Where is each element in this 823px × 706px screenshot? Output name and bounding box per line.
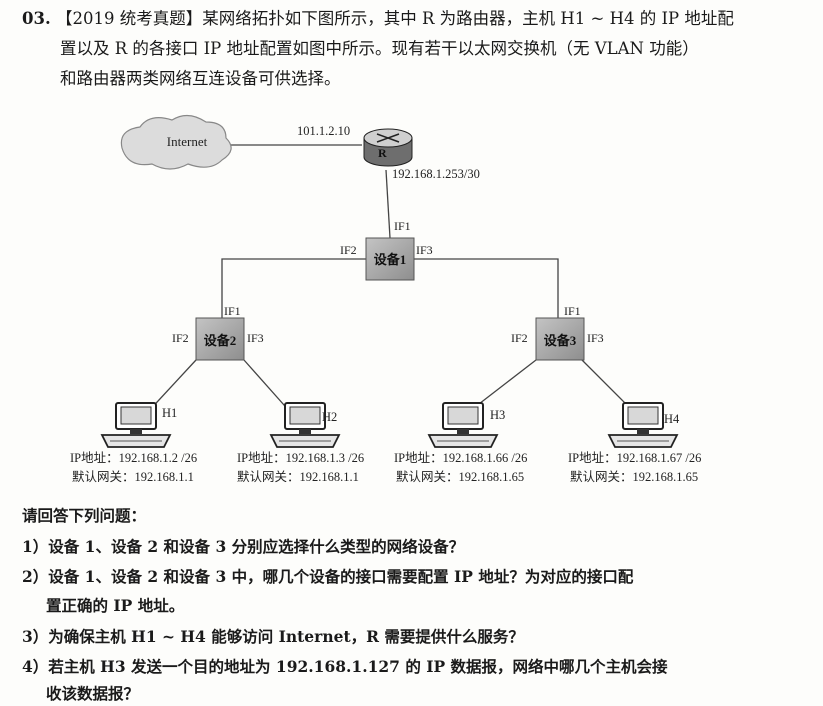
host-h1-computer-icon	[101, 402, 171, 448]
internet-label: Internet	[167, 134, 208, 149]
question-intro-line2: 置以及 R 的各接口 IP 地址配置如图中所示。现有若干以太网交换机（无 VLA…	[60, 39, 699, 58]
device1-if2: IF2	[340, 243, 357, 257]
host-h1-gateway: 默认网关：192.168.1.1	[72, 469, 194, 484]
device1-if3: IF3	[416, 243, 433, 257]
questions-prompt: 请回答下列问题：	[22, 506, 147, 525]
host-h3-name: H3	[490, 408, 505, 422]
host-h4-name: H4	[664, 412, 680, 426]
question-source: 【2019 统考真题】	[55, 9, 203, 28]
host-h3-computer-icon	[428, 402, 498, 448]
device1-label: 设备1	[374, 252, 407, 267]
device3-label: 设备3	[544, 333, 577, 348]
device2-label: 设备2	[204, 333, 237, 348]
device3-if3: IF3	[587, 331, 604, 345]
host-h4-gateway: 默认网关：192.168.1.65	[570, 469, 698, 484]
question-2-line2: 置正确的 IP 地址。	[46, 596, 185, 615]
host-h3-gateway: 默认网关：192.168.1.65	[396, 469, 524, 484]
host-h2-gateway: 默认网关：192.168.1.1	[237, 469, 359, 484]
router-icon: R	[363, 128, 413, 167]
question-3: 3）为确保主机 H1 ~ H4 能够访问 Internet，R 需要提供什么服务…	[22, 627, 524, 646]
host-h3-ip: IP地址：192.168.1.66 /26	[394, 451, 527, 465]
intro-text-1: 某网络拓扑如下图所示，其中 R 为路由器，主机 H1 ~ H4 的 IP 地址配	[202, 9, 734, 28]
host-h4-ip: IP地址：192.168.1.67 /26	[568, 451, 701, 465]
router-label: R	[378, 146, 387, 160]
host-h1-name: H1	[162, 406, 177, 420]
device2-if1: IF1	[224, 304, 241, 318]
device3-if1: IF1	[564, 304, 581, 318]
host-h2-name: H2	[322, 410, 337, 424]
question-2-line1: 2）设备 1、设备 2 和设备 3 中，哪几个设备的接口需要配置 IP 地址？为…	[22, 567, 634, 586]
question-number: 03.	[22, 9, 51, 28]
router-outside-ip: 101.1.2.10	[297, 124, 350, 138]
question-intro-line1: 03. 【2019 统考真题】某网络拓扑如下图所示，其中 R 为路由器，主机 H…	[22, 6, 734, 32]
device3-box: 设备3	[535, 317, 585, 361]
question-4-line1: 4）若主机 H3 发送一个目的地址为 192.168.1.127 的 IP 数据…	[22, 657, 668, 676]
question-4-line2: 收该数据报？	[46, 684, 140, 703]
router-inside-ip: 192.168.1.253/30	[392, 167, 480, 181]
question-intro-line3: 和路由器两类网络互连设备可供选择。	[60, 69, 341, 88]
device2-if2: IF2	[172, 331, 189, 345]
device1-box: 设备1	[365, 237, 415, 281]
device3-if2: IF2	[511, 331, 528, 345]
question-1: 1）设备 1、设备 2 和设备 3 分别应选择什么类型的网络设备？	[22, 537, 465, 556]
network-links	[145, 144, 637, 415]
host-h2-ip: IP地址：192.168.1.3 /26	[237, 451, 364, 465]
network-topology-diagram: Internet R 101.1.2.10 192.168.1.253/30 设…	[70, 114, 701, 484]
device2-if3: IF3	[247, 331, 264, 345]
device2-box: 设备2	[195, 317, 245, 361]
device1-if1: IF1	[394, 219, 411, 233]
internet-cloud: Internet	[120, 114, 232, 170]
host-h1-ip: IP地址：192.168.1.2 /26	[70, 451, 197, 465]
